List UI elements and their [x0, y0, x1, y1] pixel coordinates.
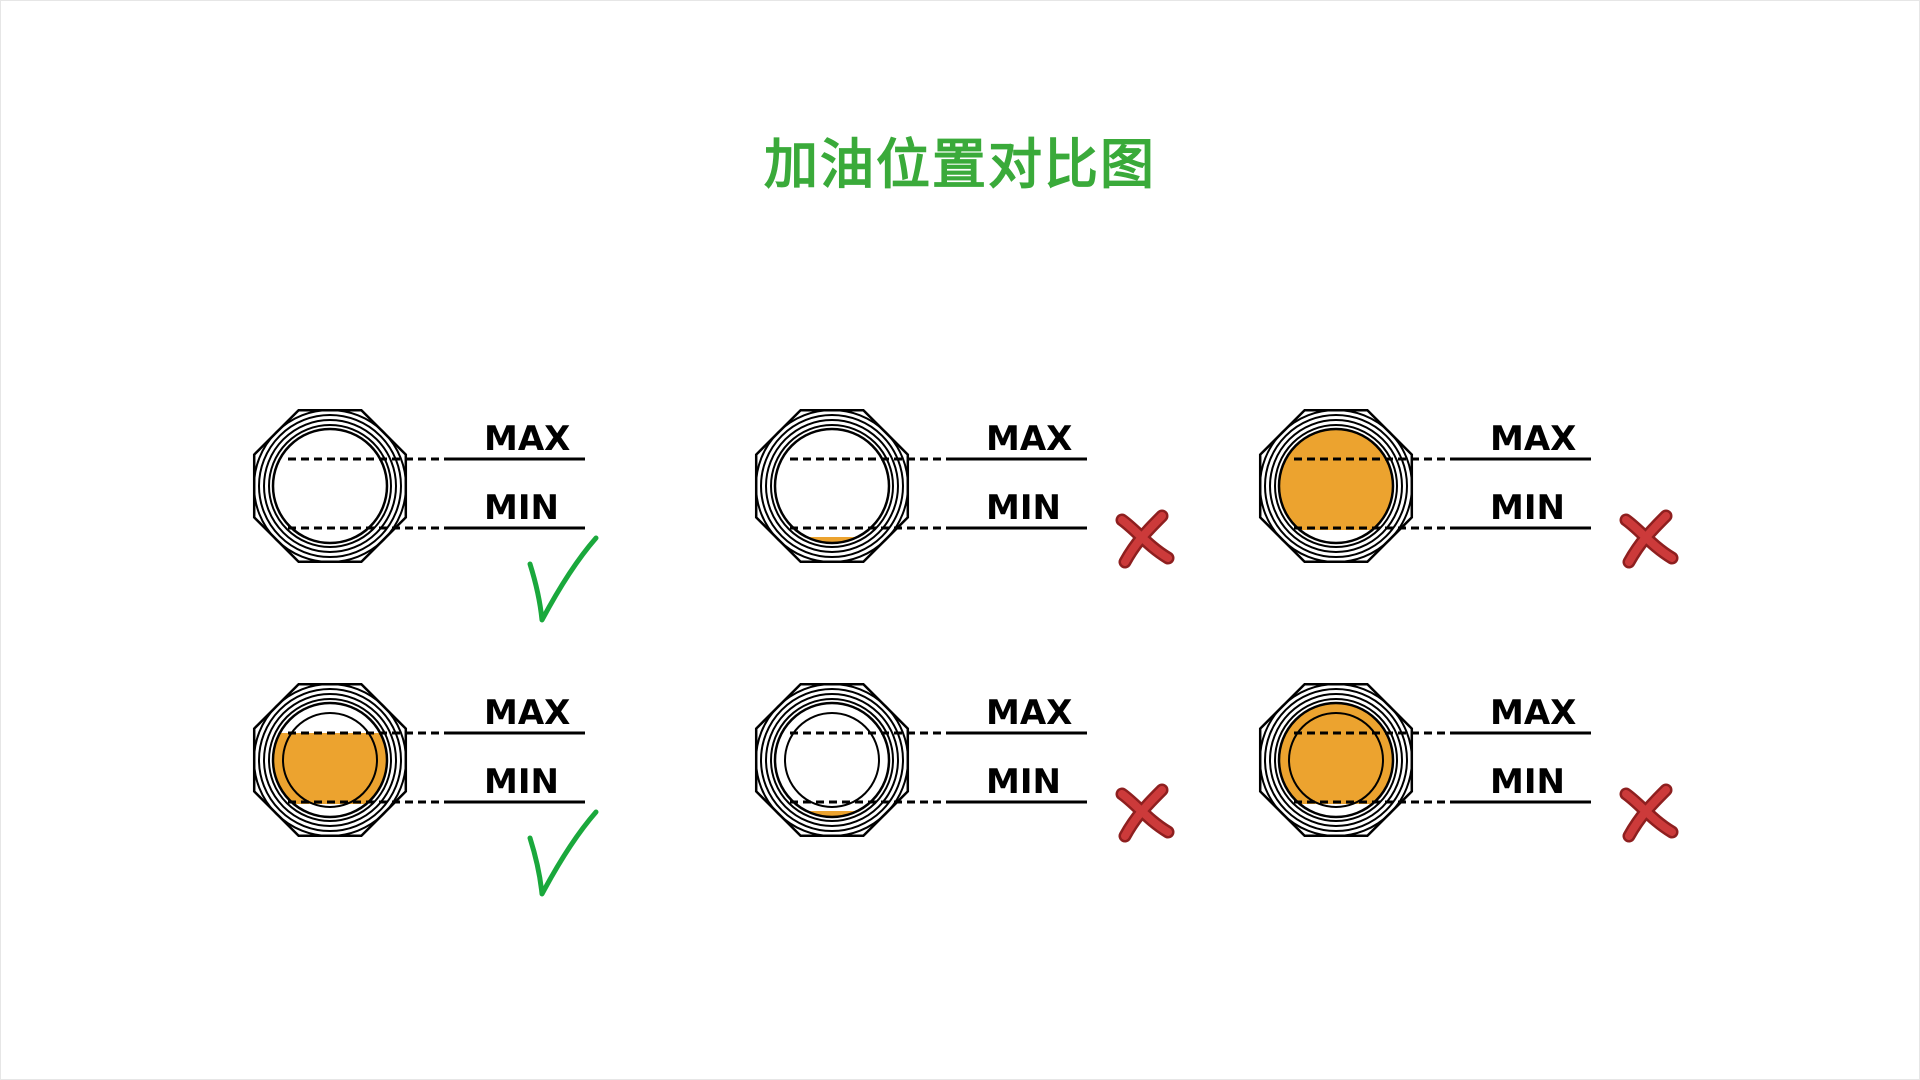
check-mark-icon — [527, 535, 599, 623]
gauge-ring — [755, 683, 909, 837]
gauge-ring — [258, 414, 402, 558]
gauge-window — [773, 701, 891, 819]
cross-mark-icon — [1619, 783, 1679, 843]
cross-mark-icon — [1115, 783, 1175, 843]
min-label: MIN — [484, 488, 559, 528]
cross-mark-icon — [1115, 509, 1175, 569]
oil-gauge-top-left: MAX MIN — [252, 408, 599, 623]
min-label: MIN — [484, 762, 559, 802]
gauge-ring — [760, 414, 904, 558]
min-label: MIN — [1490, 488, 1565, 528]
oil-gauge-top-right: MAX MIN — [1258, 408, 1679, 569]
gauge-window — [1277, 427, 1395, 545]
gauge-ring — [268, 424, 392, 548]
gauge-ring — [1259, 409, 1413, 563]
oil-fill — [1279, 429, 1393, 530]
oil-fill — [775, 811, 889, 817]
min-label: MIN — [986, 488, 1061, 528]
gauge-ring — [263, 419, 397, 553]
oil-gauge-bottom-left: MAX MIN — [252, 682, 599, 897]
max-label: MAX — [484, 693, 570, 733]
gauge-ring — [1264, 688, 1408, 832]
oil-fill — [775, 537, 889, 543]
max-label: MAX — [1490, 693, 1576, 733]
page-title: 加油位置对比图 — [764, 133, 1156, 196]
max-label: MAX — [1490, 419, 1576, 459]
check-mark-icon — [527, 809, 599, 897]
gauge-ring — [253, 409, 407, 563]
gauge-ring — [263, 693, 397, 827]
gauge-inner-ring — [784, 712, 880, 808]
gauge-inner-ring — [282, 712, 378, 808]
gauge-ring — [1259, 683, 1413, 837]
gauge-ring — [755, 409, 909, 563]
gauge-window — [271, 427, 389, 545]
gauge-ring — [1274, 424, 1398, 548]
max-label: MAX — [484, 419, 570, 459]
gauge-ring — [765, 419, 899, 553]
max-label: MAX — [986, 693, 1072, 733]
gauge-ring — [1269, 419, 1403, 553]
oil-fill — [273, 733, 387, 804]
gauge-ring — [258, 688, 402, 832]
gauge-ring — [253, 683, 407, 837]
cross-mark-icon — [1619, 509, 1679, 569]
gauge-ring — [770, 424, 894, 548]
gauge-window — [271, 701, 389, 819]
oil-gauge-top-middle: MAX MIN — [754, 408, 1175, 569]
max-label: MAX — [986, 419, 1072, 459]
gauge-inner-ring — [1288, 712, 1384, 808]
gauge-window — [773, 427, 891, 545]
gauge-ring — [1264, 414, 1408, 558]
gauge-ring — [765, 693, 899, 827]
gauge-ring — [268, 698, 392, 822]
min-label: MIN — [1490, 762, 1565, 802]
gauge-ring — [770, 698, 894, 822]
gauge-ring — [1274, 698, 1398, 822]
oil-gauge-bottom-middle: MAX MIN — [754, 682, 1175, 843]
gauge-ring — [760, 688, 904, 832]
oil-gauge-bottom-right: MAX MIN — [1258, 682, 1679, 843]
gauge-ring — [1269, 693, 1403, 827]
gauge-window — [1277, 701, 1395, 819]
min-label: MIN — [986, 762, 1061, 802]
